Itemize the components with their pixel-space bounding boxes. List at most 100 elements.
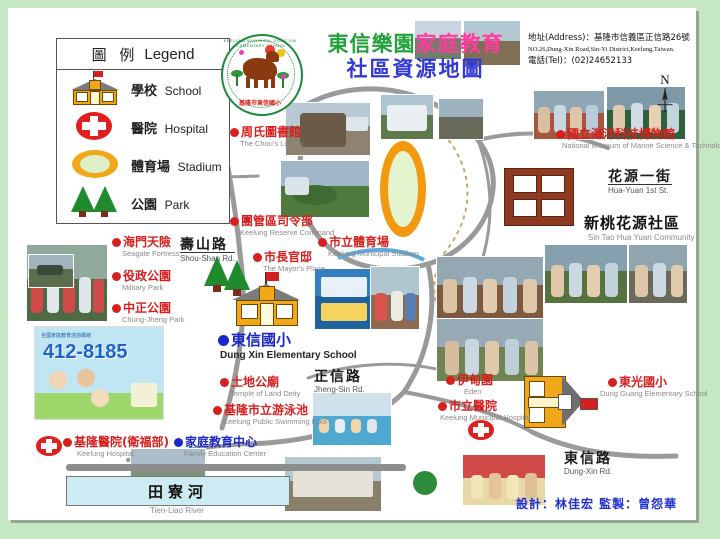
park-icon — [69, 185, 123, 221]
photo-chou-library — [285, 102, 371, 156]
photo-swimming-pool — [312, 392, 392, 446]
marker-dot-red — [318, 238, 327, 247]
photo-top-2 — [463, 20, 521, 66]
river-name-cn: 田寮河 — [147, 482, 208, 501]
marker-dot-blue — [218, 335, 229, 346]
map-building-eden — [524, 376, 598, 428]
legend-hospital-en: Hospital — [164, 121, 208, 136]
marker-dot-red — [112, 238, 121, 247]
photo-center-board — [314, 268, 374, 330]
credits-line: 設計：林佳宏 監製：曾怨華 — [516, 497, 678, 511]
marker-dot-red — [556, 130, 565, 139]
legend-item-hospital: 醫院 Hospital — [57, 108, 229, 146]
marker-dot-red — [446, 376, 455, 385]
map-tree-2 — [224, 256, 258, 296]
photo-right-group-1 — [436, 256, 544, 320]
place-label-family-education-center[interactable]: 家庭教育中心 Family Education Center — [174, 436, 266, 458]
legend-item-stadium: 體育場 Stadium — [57, 146, 229, 184]
marker-dot-red — [253, 253, 262, 262]
title-green: 東信樂園 — [327, 32, 416, 56]
photo-bottom-event — [462, 454, 546, 506]
marker-dot-blue — [174, 438, 183, 447]
road-label-jheng-sin: 正信路 Jheng-Sin Rd. — [314, 369, 365, 394]
place-label-dung-xin-elementary[interactable]: 東信國小 Dung Xin Elementary School — [218, 331, 357, 361]
telephone: 電話(Tel)：(02)24652133 — [528, 56, 633, 66]
map-stadium-oval — [380, 141, 426, 237]
map-canvas: 全國家庭教育諮詢專線 412-8185 — [8, 8, 720, 520]
road-label-dung-xin: 東信路 Dung-Xin Rd. — [564, 451, 613, 476]
place-label-temple-land-deity[interactable]: 土地公廟 Temple of Land Deity — [220, 376, 300, 398]
map-hospital-marker-keelung — [36, 436, 62, 456]
place-label-military-park[interactable]: 役政公園 Military Park — [112, 270, 171, 292]
school-logo: KEELUNG MUNICIPAL DUNG XIN ELEMENTARY SC… — [221, 34, 303, 116]
photo-reserve-command — [280, 160, 370, 218]
place-label-keelung-hospital[interactable]: 基隆醫院(衛福部) Keelung Hospital — [63, 436, 169, 458]
legend-park-en: Park — [164, 197, 190, 212]
legend-park-cn: 公園 — [131, 197, 158, 213]
address-block: 地址(Address)：基隆市信義區正信路26號 NO.26,Dung-Xin … — [528, 32, 720, 68]
place-label-seagate-fortress[interactable]: 海門天險 Seagate Fortress — [112, 236, 180, 258]
marker-dot-red — [230, 217, 239, 226]
school-icon — [69, 71, 123, 107]
place-label-municipal-stadium[interactable]: 市立體育場 Keelung Municipal Stadium — [318, 236, 419, 258]
road-label-hua-yuan-1st: 花源一街 Hua-Yuan 1st St. — [608, 169, 672, 195]
school-logo-name-cn: 基隆市東信國小 — [238, 100, 281, 107]
marker-dot-red — [112, 304, 121, 313]
star-icon-2 — [281, 74, 286, 79]
address-en: NO.26,Dung-Xin Road,Sin-Yi District,Keel… — [528, 46, 675, 53]
legend-item-school: 學校 School — [57, 70, 229, 108]
marker-dot-red — [63, 438, 72, 447]
photo-group-1 — [533, 90, 605, 140]
photo-fortress — [28, 254, 74, 288]
address-cn: 地址(Address)：基隆市信義區正信路26號 — [528, 33, 690, 43]
map-bottom-divider — [66, 464, 406, 471]
title-pink: 家庭教育 — [415, 32, 504, 56]
photo-center-kids — [370, 266, 420, 330]
road-label-shou-shan: 壽山路 Shou-Shan Rd. — [180, 237, 235, 263]
school-logo-ring-text: KEELUNG MUNICIPAL DUNG XIN ELEMENTARY SC… — [223, 38, 297, 48]
sun-icon — [265, 45, 275, 55]
map-title: 東信樂園家庭教育 社區資源地圖 — [308, 32, 523, 82]
place-label-swimming-pool[interactable]: 基隆市立游泳池 Keelung Public Swimming Pool — [213, 404, 327, 426]
place-label-eden[interactable]: 伊甸園 Eden — [446, 374, 493, 396]
community-label-sin-tao-hua-yuan[interactable]: 新桃花源社區 Sin Tao Hua Yuan Community — [584, 214, 695, 242]
poster-hotline: 412-8185 — [43, 341, 128, 363]
place-label-mayors-place[interactable]: 市長官邸 The Mayor's Place — [253, 251, 325, 273]
legend-title-en: Legend — [144, 45, 195, 63]
photo-right-group-4 — [436, 318, 544, 382]
map-building-hua-yuan — [504, 168, 574, 226]
place-label-dung-guang-elementary[interactable]: 東光國小 Dung Guang Elementary School — [600, 375, 708, 398]
marker-dot-red — [112, 272, 121, 281]
photo-bottom-logo — [388, 464, 462, 512]
place-label-municipal-hospital[interactable]: 市立醫院 Keelung Municipal Hospital — [438, 399, 531, 422]
place-label-marine-museum[interactable]: 國立海洋科技博物館 National Museum of Marine Scie… — [556, 128, 720, 150]
moon-icon — [277, 49, 285, 57]
star-icon — [239, 50, 244, 55]
marker-dot-red — [213, 406, 222, 415]
river-name-en: Tien-Liao River — [150, 506, 204, 515]
poster-caption: 全國家庭教育諮詢專線 — [41, 333, 92, 339]
legend-school-en: School — [164, 83, 202, 98]
camel-icon — [243, 58, 277, 80]
legend-title-cn: 圖 例 — [91, 45, 139, 64]
compass-rose: N — [648, 72, 682, 114]
place-label-reserve-command[interactable]: 團管區司令部 Keelung Reserve Command — [230, 215, 334, 237]
marker-dot-red — [608, 378, 617, 387]
place-label-chou-library[interactable]: 周氏圖書館 The Chou's Library — [230, 126, 303, 148]
marker-dot-red — [220, 378, 229, 387]
photo-right-group-3 — [628, 244, 688, 304]
compass-label-n: N — [660, 72, 670, 87]
photo-top-3 — [380, 94, 434, 140]
legend-stadium-en: Stadium — [177, 159, 222, 174]
river-box: 田寮河 — [66, 476, 290, 506]
legend-panel: 圖 例 Legend 學校 School — [56, 38, 230, 224]
legend-school-cn: 學校 — [131, 83, 158, 99]
place-label-chung-jheng-park[interactable]: 中正公園 Chung-Jheng Park — [112, 302, 185, 324]
photo-top-1 — [414, 20, 462, 60]
legend-item-park: 公園 Park — [57, 184, 229, 222]
legend-stadium-cn: 體育場 — [131, 159, 171, 175]
legend-hospital-cn: 醫院 — [131, 121, 158, 137]
map-hospital-marker-municipal — [468, 420, 494, 440]
marker-dot-red — [438, 402, 447, 411]
